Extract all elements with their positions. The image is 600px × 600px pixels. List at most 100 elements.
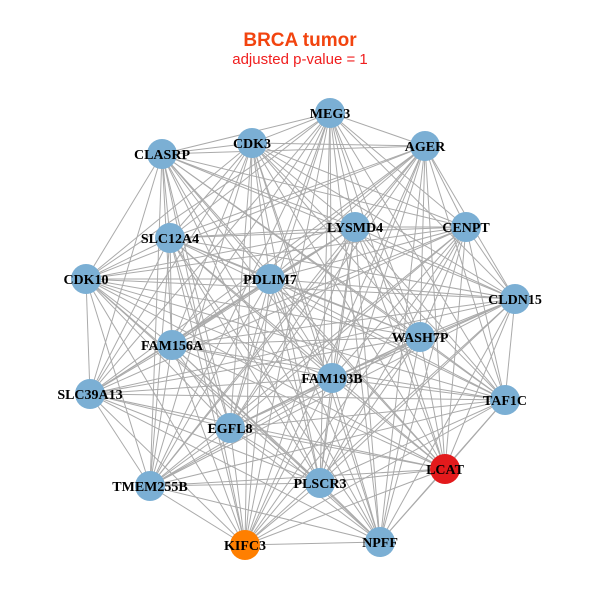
edge-CENPT-PDLIM7 bbox=[269, 226, 467, 280]
edge-SLC39A13-TAF1C bbox=[89, 393, 506, 401]
edge-SLC12A4-CLDN15 bbox=[169, 237, 516, 300]
node-cenpt[interactable]: CENPT bbox=[442, 212, 490, 242]
edge-PDLIM7-TAF1C bbox=[269, 278, 506, 401]
node-egfl8[interactable]: EGFL8 bbox=[207, 413, 253, 443]
edge-CDK3-CLDN15 bbox=[251, 142, 516, 300]
node-circle bbox=[430, 454, 460, 484]
edge-CDK10-SLC39A13 bbox=[85, 278, 91, 395]
node-cldn15[interactable]: CLDN15 bbox=[488, 284, 542, 314]
edge-FAM156A-NPFF bbox=[171, 344, 381, 543]
node-label: LCAT bbox=[426, 463, 465, 478]
edge-CDK3-WASH7P bbox=[251, 142, 421, 338]
edge-MEG3-PLSCR3 bbox=[319, 112, 331, 484]
node-plscr3[interactable]: PLSCR3 bbox=[294, 468, 347, 498]
node-label: LYSMD4 bbox=[327, 221, 383, 236]
edge-TAF1C-TMEM255B bbox=[149, 399, 506, 487]
edge-LYSMD4-SLC12A4 bbox=[169, 226, 356, 239]
node-label: CDK10 bbox=[63, 273, 108, 288]
node-clasrp[interactable]: CLASRP bbox=[134, 139, 190, 169]
edge-AGER-SLC39A13 bbox=[89, 145, 426, 395]
edge-CENPT-FAM156A bbox=[171, 226, 467, 346]
chart-title: BRCA tumor bbox=[243, 30, 357, 51]
edge-LCAT-TMEM255B bbox=[149, 468, 446, 487]
node-circle bbox=[75, 379, 105, 409]
edge-CLDN15-LCAT bbox=[444, 298, 516, 470]
node-cdk3[interactable]: CDK3 bbox=[233, 128, 271, 158]
edge-EGFL8-LCAT bbox=[229, 427, 446, 470]
edge-CDK3-LYSMD4 bbox=[251, 142, 356, 228]
node-circle bbox=[71, 264, 101, 294]
edge-TAF1C-PLSCR3 bbox=[319, 399, 506, 484]
edge-CENPT-WASH7P bbox=[419, 226, 467, 338]
node-lcat[interactable]: LCAT bbox=[426, 454, 465, 484]
edge-CDK3-PLSCR3 bbox=[251, 142, 321, 484]
edge-SLC39A13-EGFL8 bbox=[89, 393, 231, 429]
node-wash7p[interactable]: WASH7P bbox=[392, 322, 449, 352]
edge-FAM193B-TAF1C bbox=[331, 377, 506, 401]
edge-CLASRP-CDK10 bbox=[85, 153, 163, 280]
edge-SLC12A4-KIFC3 bbox=[169, 237, 246, 546]
node-lysmd4[interactable]: LYSMD4 bbox=[327, 212, 383, 242]
edge-FAM156A-FAM193B bbox=[171, 344, 333, 379]
node-circle bbox=[317, 363, 347, 393]
edge-AGER-LCAT bbox=[424, 145, 446, 470]
edge-CDK10-TAF1C bbox=[85, 278, 506, 401]
node-circle bbox=[230, 530, 260, 560]
node-slc39a13[interactable]: SLC39A13 bbox=[57, 379, 123, 409]
node-circle bbox=[305, 468, 335, 498]
edge-KIFC3-NPFF bbox=[244, 541, 381, 546]
edge-SLC12A4-TMEM255B bbox=[149, 237, 171, 487]
edge-CENPT-EGFL8 bbox=[229, 226, 467, 429]
node-label: CLDN15 bbox=[488, 293, 542, 308]
edge-FAM156A-LCAT bbox=[171, 344, 446, 470]
node-npff[interactable]: NPFF bbox=[362, 527, 398, 557]
chart-subtitle: adjusted p-value = 1 bbox=[232, 51, 368, 68]
edge-WASH7P-TAF1C bbox=[419, 336, 506, 401]
node-meg3[interactable]: MEG3 bbox=[310, 98, 350, 128]
edge-FAM193B-PLSCR3 bbox=[319, 377, 333, 484]
node-label: FAM156A bbox=[141, 339, 204, 354]
node-fam193b[interactable]: FAM193B bbox=[301, 363, 363, 393]
node-circle bbox=[405, 322, 435, 352]
edge-SLC12A4-TAF1C bbox=[169, 237, 506, 401]
edge-LYSMD4-WASH7P bbox=[354, 226, 421, 338]
edge-CENPT-PLSCR3 bbox=[319, 226, 467, 484]
node-slc12a4[interactable]: SLC12A4 bbox=[141, 223, 199, 253]
edge-CLDN15-FAM156A bbox=[171, 298, 516, 346]
edge-LYSMD4-EGFL8 bbox=[229, 226, 356, 429]
edge-CENPT-SLC12A4 bbox=[169, 226, 467, 239]
edge-WASH7P-TMEM255B bbox=[149, 336, 421, 487]
node-circle bbox=[215, 413, 245, 443]
node-label: PLSCR3 bbox=[294, 477, 347, 492]
node-taf1c[interactable]: TAF1C bbox=[483, 385, 527, 415]
node-label: SLC39A13 bbox=[57, 388, 122, 403]
node-label: NPFF bbox=[362, 536, 398, 551]
edge-EGFL8-KIFC3 bbox=[229, 427, 246, 546]
node-pdlim7[interactable]: PDLIM7 bbox=[243, 264, 297, 294]
edge-PDLIM7-LCAT bbox=[269, 278, 446, 470]
edge-MEG3-WASH7P bbox=[329, 112, 421, 338]
node-ager[interactable]: AGER bbox=[405, 131, 446, 161]
edge-WASH7P-LCAT bbox=[419, 336, 446, 470]
edge-PDLIM7-TMEM255B bbox=[149, 278, 271, 487]
edge-TMEM255B-PLSCR3 bbox=[149, 482, 321, 487]
node-label: CDK3 bbox=[233, 137, 271, 152]
edge-LYSMD4-CDK10 bbox=[85, 226, 356, 280]
edge-FAM156A-SLC39A13 bbox=[89, 344, 173, 395]
edge-SLC12A4-CDK10 bbox=[85, 237, 171, 280]
edge-FAM156A-KIFC3 bbox=[171, 344, 246, 546]
edge-AGER-CDK10 bbox=[85, 145, 426, 280]
node-cdk10[interactable]: CDK10 bbox=[63, 264, 109, 294]
edge-CENPT-CDK10 bbox=[85, 226, 467, 280]
node-label: EGFL8 bbox=[207, 422, 252, 437]
node-fam156a[interactable]: FAM156A bbox=[141, 330, 204, 360]
node-circle bbox=[365, 527, 395, 557]
edge-AGER-WASH7P bbox=[419, 145, 426, 338]
node-tmem255b[interactable]: TMEM255B bbox=[112, 471, 188, 501]
edge-FAM193B-LCAT bbox=[331, 377, 446, 470]
node-kifc3[interactable]: KIFC3 bbox=[224, 530, 266, 560]
edge-CENPT-FAM193B bbox=[331, 226, 467, 379]
edge-WASH7P-PLSCR3 bbox=[319, 336, 421, 484]
edge-CDK3-PDLIM7 bbox=[251, 142, 271, 280]
edge-PDLIM7-FAM193B bbox=[269, 278, 333, 379]
